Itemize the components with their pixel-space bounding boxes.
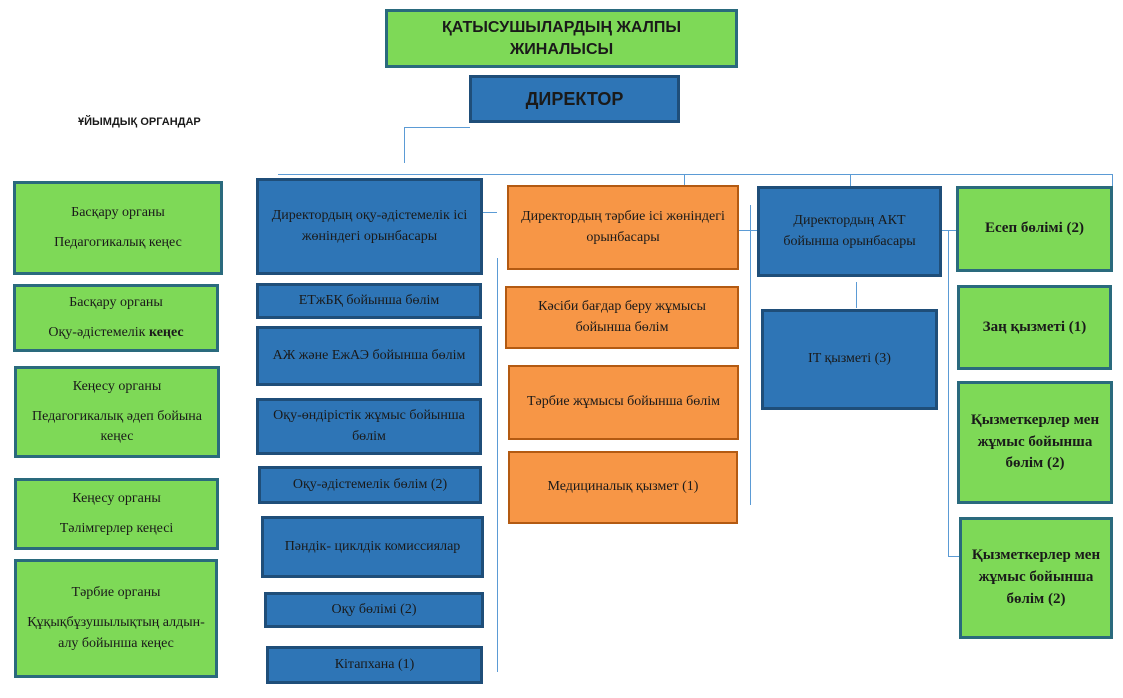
service-label: Қызметкерлер мен жұмыс бойынша бөлім (2) bbox=[971, 547, 1101, 607]
dept-box: Оқу-әдістемелік бөлім (2) bbox=[258, 466, 482, 504]
it-service-label: IT қызметі (3) bbox=[808, 351, 891, 367]
director-box: ДИРЕКТОР bbox=[469, 75, 680, 123]
connector-col4-top bbox=[850, 174, 851, 186]
governance-name: Құқықбұзушылықтың алдын-алу бойынша кеңе… bbox=[27, 615, 205, 651]
governance-name: Тәлімгерлер кеңесі bbox=[59, 521, 174, 536]
governance-name: Педагогикалық кеңес bbox=[54, 235, 182, 250]
dept-box: Пәндік- циклдік комиссиялар bbox=[261, 516, 484, 578]
dept-label: Пәндік- циклдік комиссиялар bbox=[284, 538, 461, 554]
service-box: Қызметкерлер мен жұмыс бойынша бөлім (2) bbox=[957, 381, 1113, 504]
governance-box-2: Басқару органы Оқу-әдістемелік кеңес bbox=[13, 284, 219, 352]
connector-col2-h1 bbox=[483, 212, 497, 213]
service-box: Заң қызметі (1) bbox=[957, 285, 1112, 370]
connector-col3-top bbox=[684, 174, 685, 186]
dept-box: Медициналық қызмет (1) bbox=[508, 451, 738, 524]
connector-director-h bbox=[404, 127, 470, 128]
governance-box-3: Кеңесу органы Педагогикалық әдеп бойына … bbox=[14, 366, 220, 458]
deputy-academic-label: Директордың оқу-әдістемелік ісі жөніндег… bbox=[271, 208, 468, 244]
dept-label: Оқу-өндірістік жұмыс бойынша бөлім bbox=[273, 408, 465, 444]
service-box: Қызметкерлер мен жұмыс бойынша бөлім (2) bbox=[959, 517, 1113, 639]
dept-box: АЖ және ЕжАЭ бойынша бөлім bbox=[256, 326, 482, 386]
connector-col2-trunk bbox=[497, 258, 498, 672]
connector-col3-trunk bbox=[750, 205, 751, 505]
dept-label: Медициналық қызмет (1) bbox=[547, 479, 699, 495]
general-meeting-line2: ЖИНАЛЫСЫ bbox=[509, 40, 614, 58]
connector-col5-h1 bbox=[942, 230, 956, 231]
governance-type: Кеңесу органы bbox=[72, 490, 161, 506]
director-label: ДИРЕКТОР bbox=[525, 89, 624, 109]
connector-col5-h2 bbox=[948, 556, 960, 557]
deputy-ict-box: Директордың АКТ бойынша орынбасары bbox=[757, 186, 942, 277]
dept-label: Кітапхана (1) bbox=[334, 656, 415, 672]
governance-box-1: Басқару органы Педагогикалық кеңес bbox=[13, 181, 223, 275]
dept-label: Оқу-әдістемелік бөлім (2) bbox=[292, 476, 448, 492]
service-box: Есеп бөлімі (2) bbox=[956, 186, 1113, 272]
dept-box: Кітапхана (1) bbox=[266, 646, 483, 684]
org-bodies-heading: ҰЙЫМДЫҚ ОРГАНДАР bbox=[78, 116, 201, 128]
dept-box: ЕТжБҚ бойынша бөлім bbox=[256, 283, 482, 319]
dept-label: АЖ және ЕжАЭ бойынша бөлім bbox=[272, 347, 466, 363]
general-meeting-box: ҚАТЫСУШЫЛАРДЫҢ ЖАЛПЫ ЖИНАЛЫСЫ bbox=[385, 9, 738, 68]
governance-type: Басқару органы bbox=[71, 204, 165, 220]
governance-type: Басқару органы bbox=[69, 294, 163, 310]
connector-director-down bbox=[404, 127, 405, 163]
connector-col4-it bbox=[856, 282, 857, 308]
connector-col3-h bbox=[739, 230, 757, 231]
governance-name-part: Оқу-әдістемелік bbox=[48, 325, 149, 340]
governance-name: Оқу-әдістемелік кеңес bbox=[48, 323, 183, 343]
governance-box-5: Тәрбие органы Құқықбұзушылықтың алдын-ал… bbox=[14, 559, 218, 678]
dept-label: Тәрбие жұмысы бойынша бөлім bbox=[526, 394, 721, 410]
dept-box: Оқу бөлімі (2) bbox=[264, 592, 484, 628]
general-meeting-line1: ҚАТЫСУШЫЛАРДЫҢ ЖАЛПЫ bbox=[441, 18, 682, 36]
service-label: Қызметкерлер мен жұмыс бойынша бөлім (2) bbox=[970, 411, 1100, 472]
governance-name: Педагогикалық әдеп бойына кеңес bbox=[32, 408, 202, 445]
it-service-box: IT қызметі (3) bbox=[761, 309, 938, 410]
deputy-education-box: Директордың тәрбие ісі жөніндегі орынбас… bbox=[507, 185, 739, 270]
deputy-ict-label: Директордың АКТ бойынша орынбасары bbox=[783, 213, 916, 249]
governance-type: Тәрбие органы bbox=[71, 585, 161, 601]
deputy-education-label: Директордың тәрбие ісі жөніндегі орынбас… bbox=[521, 209, 725, 245]
dept-box: Кәсіби бағдар беру жұмысы бойынша бөлім bbox=[505, 286, 739, 349]
connector-bus-right bbox=[1112, 174, 1113, 186]
service-label: Заң қызметі (1) bbox=[982, 318, 1087, 335]
connector-main-bus bbox=[278, 174, 1113, 175]
dept-box: Оқу-өндірістік жұмыс бойынша бөлім bbox=[256, 398, 482, 455]
dept-label: Кәсіби бағдар беру жұмысы бойынша бөлім bbox=[538, 299, 706, 335]
service-label: Есеп бөлімі (2) bbox=[984, 220, 1085, 237]
dept-box: Тәрбие жұмысы бойынша бөлім bbox=[508, 365, 739, 440]
dept-label: Оқу бөлімі (2) bbox=[331, 601, 417, 617]
governance-name-bold: кеңес bbox=[149, 325, 184, 340]
deputy-academic-box: Директордың оқу-әдістемелік ісі жөніндег… bbox=[256, 178, 483, 275]
governance-box-4: Кеңесу органы Тәлімгерлер кеңесі bbox=[14, 478, 219, 550]
dept-label: ЕТжБҚ бойынша бөлім bbox=[298, 292, 440, 308]
connector-col5-trunk bbox=[948, 230, 949, 556]
governance-type: Кеңесу органы bbox=[72, 378, 162, 394]
